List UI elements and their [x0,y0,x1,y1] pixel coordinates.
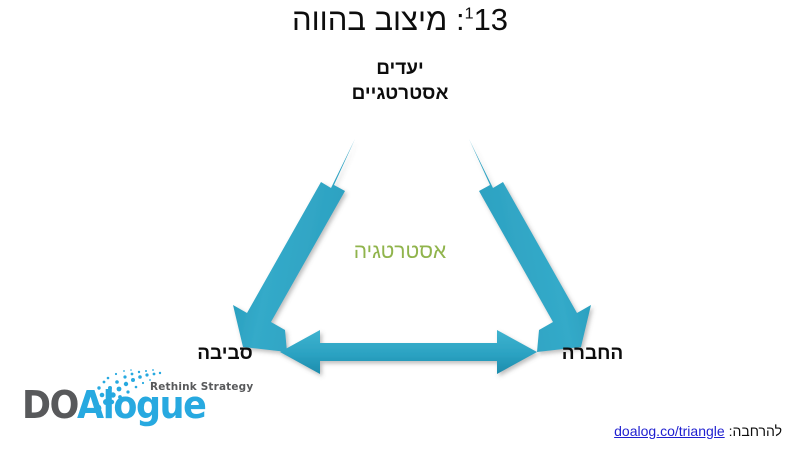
vertex-label-top: יעדים אסטרטגיים [0,56,800,106]
title-text: מיצוב בהווה [291,2,448,37]
page-title: 113: מיצוב בהווה [0,2,800,38]
bottom-horizontal-arrow [280,330,537,374]
title-number: 13 [473,2,509,37]
logo-wordmark: DOAlogue [22,383,207,427]
vertex-label-top-line2: אסטרטגיים [351,83,449,105]
title-number-group: 113 [465,2,508,38]
footer-prefix: להרחבה [732,423,782,439]
title-superscript: 1 [464,4,474,23]
right-diagonal-arrow [469,139,591,352]
left-diagonal-arrow [233,139,355,352]
title-separator: : [455,2,465,37]
vertex-label-top-line1: יעדים [376,58,424,79]
logo-word-part1: DO [22,383,78,427]
triangle-center-label: אסטרטגיה [353,240,447,263]
logo-word-part2: Alogue [77,383,207,427]
logo-tagline: Rethink Strategy [150,380,254,393]
footer-link[interactable]: doalog.co/triangle [614,423,725,439]
brand-logo: Rethink Strategy DOAlogue [22,368,253,430]
vertex-label-right: החברה [561,343,624,364]
footer-separator: : [728,423,733,439]
footer-note: להרחבה: doalog.co/triangle [614,423,782,439]
vertex-label-left: סביבה [197,343,253,364]
